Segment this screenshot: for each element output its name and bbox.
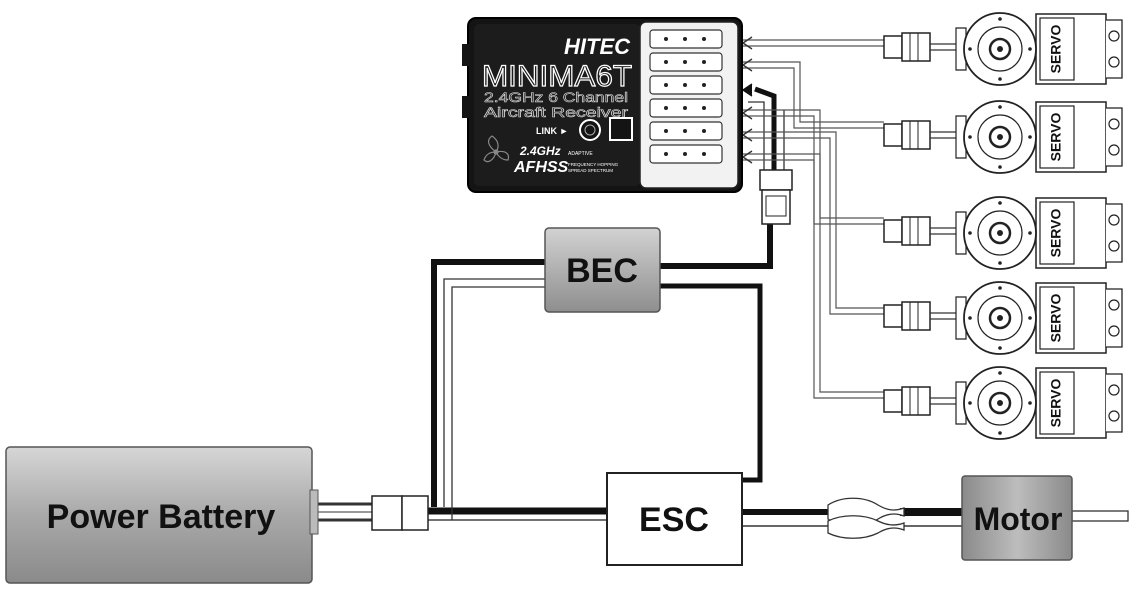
bec-label: BEC bbox=[566, 252, 638, 290]
bec-module: BEC bbox=[544, 227, 661, 313]
receiver-protocol-note1: FREQUENCY HOPPING bbox=[568, 162, 619, 167]
servo-group: SERVO SERVO SERVO SERVO SERVO bbox=[883, 12, 1123, 440]
servo-plug bbox=[883, 389, 903, 413]
receiver-brand: HITEC bbox=[564, 34, 631, 59]
motor-label: Motor bbox=[974, 501, 1063, 537]
servo-plug bbox=[883, 35, 903, 59]
servo-plug bbox=[883, 123, 903, 147]
servo-plug-body bbox=[901, 32, 931, 62]
servo-plug-body bbox=[901, 301, 931, 331]
servo-2: SERVO bbox=[883, 100, 1123, 174]
servo-wires bbox=[743, 39, 884, 399]
power-battery: Power Battery bbox=[5, 446, 319, 584]
receiver-protocol: AFHSS bbox=[513, 159, 569, 176]
servo-label: SERVO bbox=[1048, 113, 1064, 162]
servo-4: SERVO bbox=[883, 281, 1123, 355]
receiver-band: 2.4GHz bbox=[519, 144, 561, 158]
battery-label: Power Battery bbox=[47, 498, 276, 536]
receiver-pins bbox=[664, 37, 706, 156]
esc-label: ESC bbox=[639, 501, 709, 539]
servo-label: SERVO bbox=[1048, 25, 1064, 74]
receiver-fan-icon bbox=[483, 135, 510, 163]
servo-plug bbox=[883, 219, 903, 243]
receiver-band-note: ADAPTIVE bbox=[568, 151, 593, 157]
servo-label: SERVO bbox=[1048, 294, 1064, 343]
motor-bullet-connectors bbox=[827, 497, 905, 539]
signal-arrows bbox=[741, 36, 753, 164]
receiver-led bbox=[609, 117, 633, 141]
receiver-line2: Aircraft Receiver bbox=[484, 104, 628, 120]
servo-1: SERVO bbox=[883, 12, 1123, 86]
servo-plug bbox=[883, 304, 903, 328]
wires bbox=[318, 86, 1129, 539]
motor: Motor bbox=[961, 475, 1073, 561]
servo-5: SERVO bbox=[883, 366, 1123, 440]
receiver-power-connector bbox=[759, 169, 793, 225]
receiver-line1: 2.4GHz 6 Channel bbox=[484, 89, 628, 105]
servo-plug-body bbox=[901, 386, 931, 416]
bec-output-wire bbox=[660, 224, 773, 269]
battery-leads bbox=[318, 502, 372, 522]
esc-module: ESC bbox=[606, 472, 743, 566]
receiver-protocol-note2: SPREAD SPECTRUM bbox=[568, 168, 613, 173]
servo-plug-body bbox=[901, 120, 931, 150]
bec-input-wire bbox=[431, 259, 545, 507]
receiver: HITEC MINIMA6T 2.4GHz 6 Channel Aircraft… bbox=[462, 17, 743, 193]
servo-label: SERVO bbox=[1048, 379, 1064, 428]
receiver-link-label: LINK ► bbox=[536, 126, 568, 136]
servo-label: SERVO bbox=[1048, 209, 1064, 258]
servo-3: SERVO bbox=[883, 196, 1123, 270]
servo-plug-body bbox=[901, 216, 931, 246]
receiver-model: MINIMA6T bbox=[482, 60, 632, 93]
battery-connector bbox=[371, 495, 429, 531]
motor-shaft bbox=[1071, 510, 1129, 522]
